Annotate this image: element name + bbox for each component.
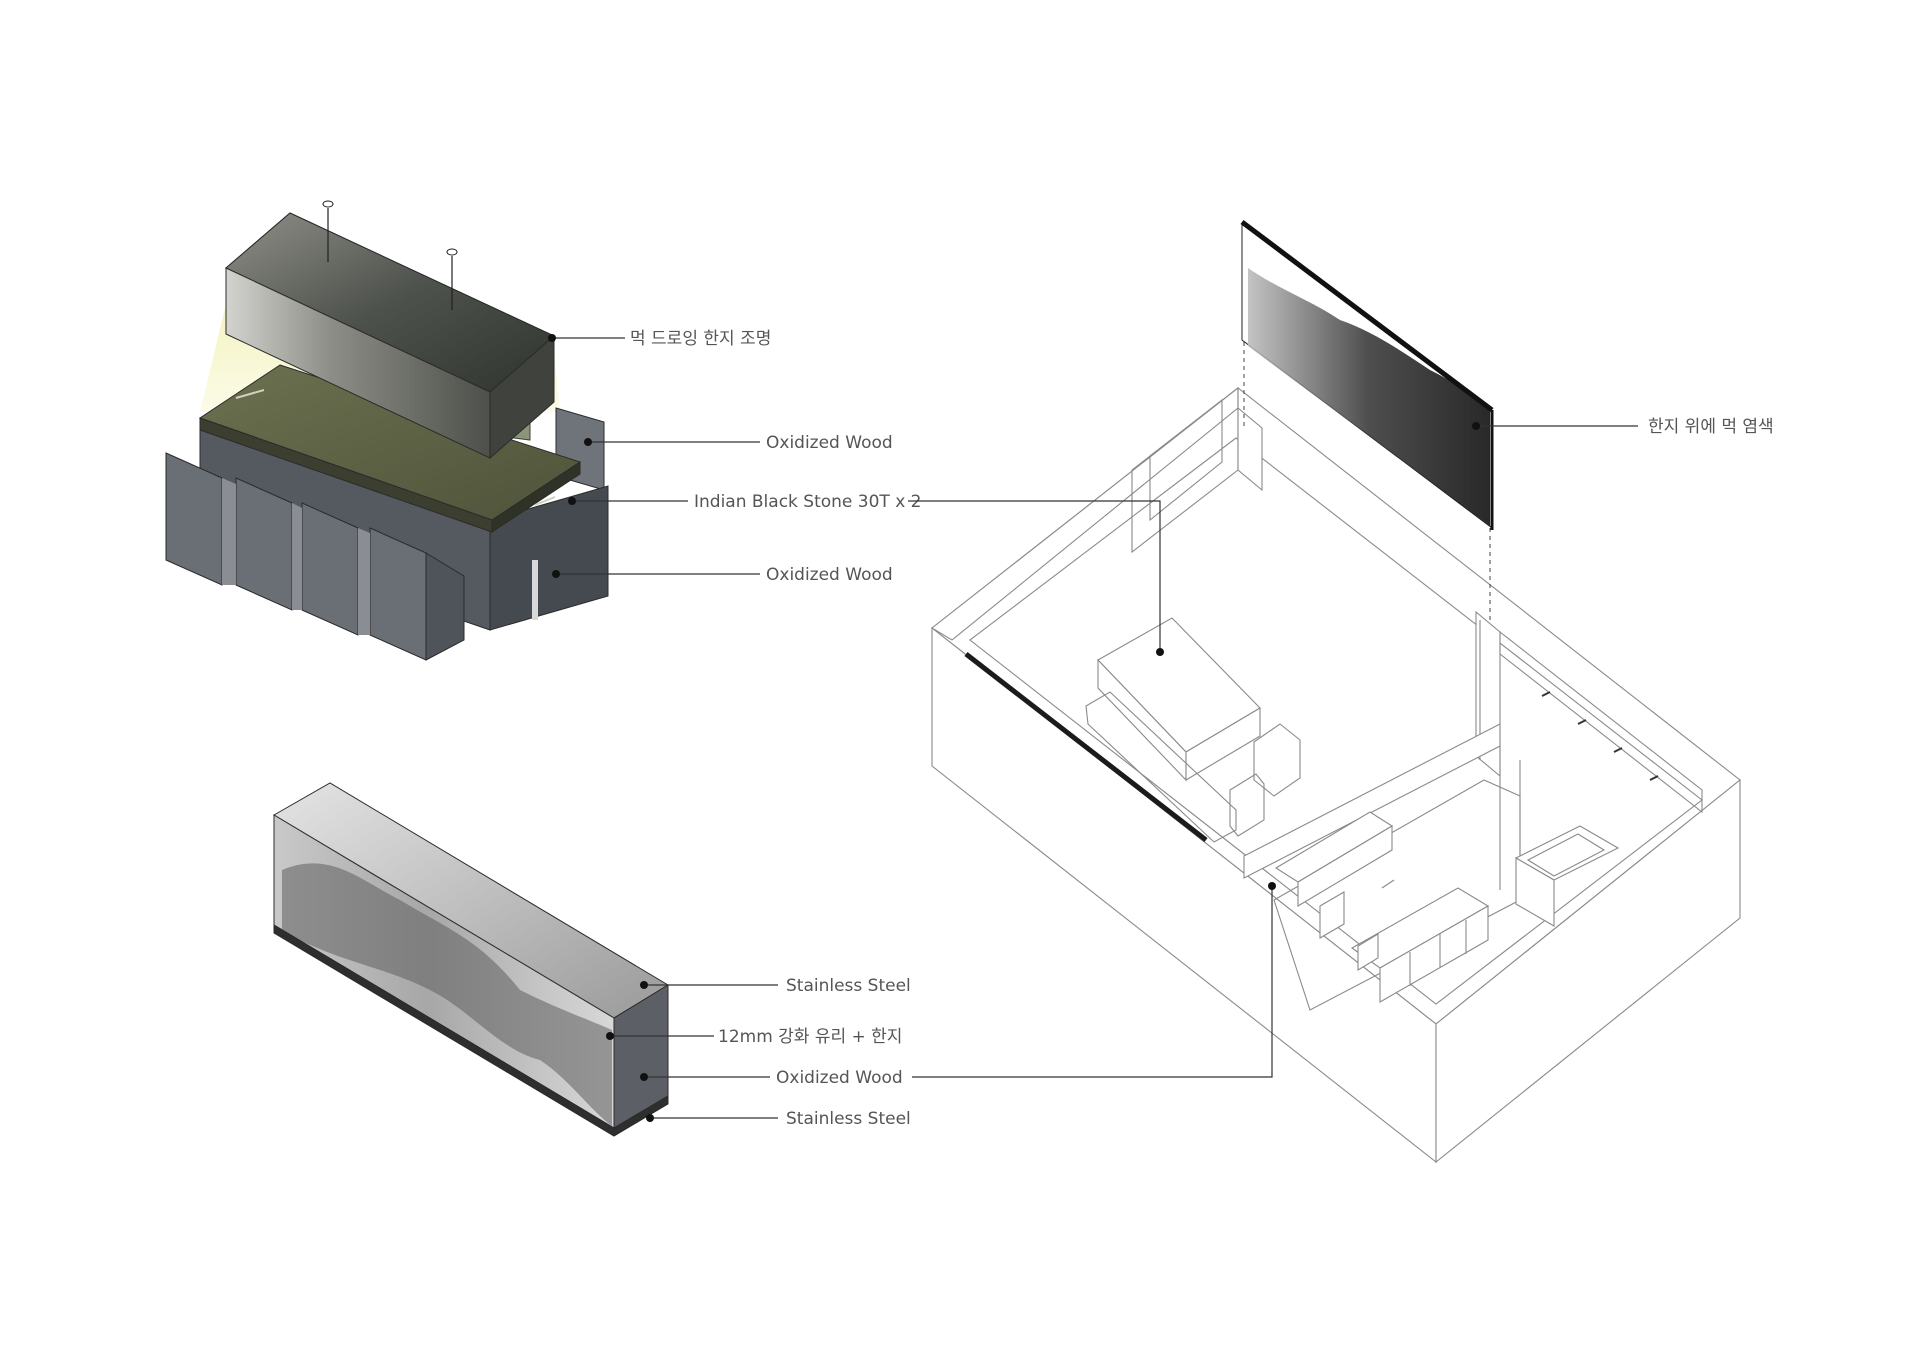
callout-cabinet-wood: Oxidized Wood: [640, 882, 1276, 1088]
callout-cabinet-top-steel: Stainless Steel: [640, 976, 911, 996]
callout-label: 먹 드로잉 한지 조명: [630, 329, 771, 349]
table-body-side: [489, 485, 609, 631]
callout-chair-wood: Oxidized Wood: [584, 433, 893, 453]
callout-stone-top: Indian Black Stone 30T x 2: [568, 492, 1164, 656]
display-cabinet: [273, 782, 669, 1137]
callout-label: Stainless Steel: [786, 976, 911, 996]
callout-cabinet-glass: 12mm 강화 유리 + 한지: [606, 1027, 902, 1047]
dining-table-set: [165, 200, 609, 661]
callout-wall-art: 한지 위에 먹 염색: [1472, 417, 1774, 437]
cabinet-base-steel: [273, 924, 669, 1137]
callout-label: Stainless Steel: [786, 1109, 911, 1129]
callout-label: Indian Black Stone 30T x 2: [694, 492, 922, 512]
callout-table-wood: Oxidized Wood: [552, 565, 893, 585]
callout-lamp: 먹 드로잉 한지 조명: [548, 329, 771, 349]
callout-label: Oxidized Wood: [766, 565, 893, 585]
callout-label: 한지 위에 먹 염색: [1648, 417, 1774, 437]
pendant-lamp-side: [489, 334, 555, 460]
callout-label: Oxidized Wood: [776, 1068, 903, 1088]
wall-art-ink: [1248, 268, 1490, 526]
callout-label: Oxidized Wood: [766, 433, 893, 453]
front-chairs: [165, 452, 465, 661]
callout-cabinet-base-steel: Stainless Steel: [646, 1109, 911, 1129]
cabinet-hanji-ink: [282, 863, 612, 1126]
callout-label: 12mm 강화 유리 + 한지: [718, 1027, 902, 1047]
room-left-dark-band: [964, 652, 1208, 842]
room-axonometric: [931, 220, 1741, 1164]
